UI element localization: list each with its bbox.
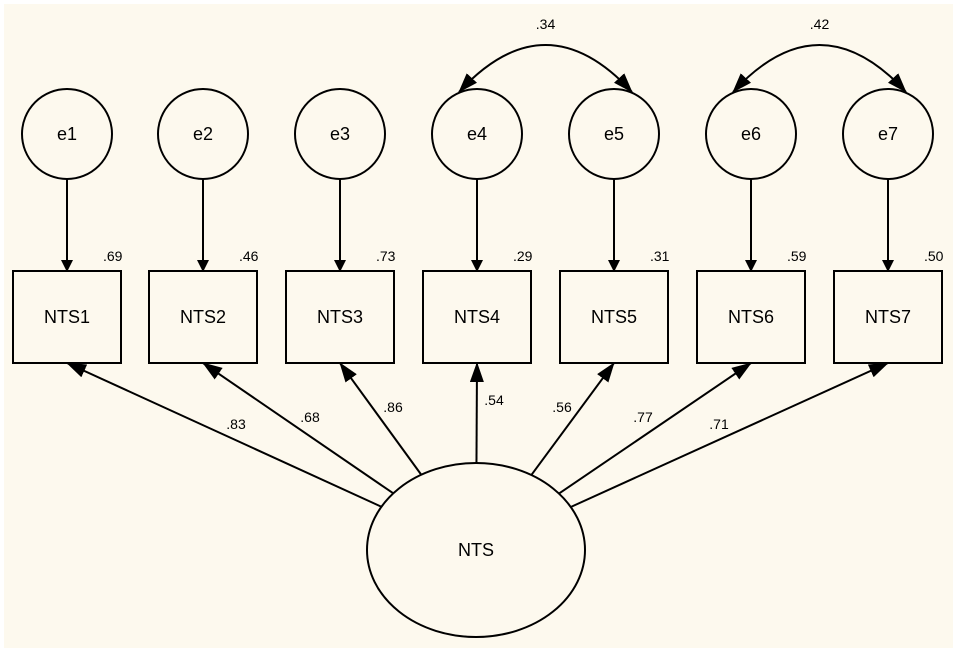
latent-factor-ellipse [366, 462, 586, 638]
loading-path-nts2 [202, 362, 394, 495]
indicator-label: NTS3 [317, 307, 363, 327]
r-squared-value: .29 [513, 248, 533, 264]
error-node-circle [431, 88, 523, 180]
paths [61, 44, 907, 508]
error-node-circle [705, 88, 797, 180]
factor-loading-value: .56 [552, 399, 572, 415]
r-squared-value: .59 [787, 248, 807, 264]
factor-loading-value: .77 [633, 409, 653, 425]
indicator-box [422, 270, 532, 364]
loading-path-nts4 [469, 362, 484, 464]
error-node-circle [294, 88, 386, 180]
indicator-label: NTS4 [454, 307, 500, 327]
r-squared-value: .46 [239, 248, 259, 264]
covariance-arc-e6-e7 [732, 44, 907, 93]
indicator-box [148, 270, 258, 364]
error-node-circle [157, 88, 249, 180]
loading-path-nts7 [570, 362, 889, 508]
error-node-circle [842, 88, 934, 180]
indicator-box [833, 270, 943, 364]
loading-path-nts5 [530, 362, 615, 476]
indicator-label: NTS7 [865, 307, 911, 327]
error-node-label: e3 [330, 124, 350, 144]
factor-loading-value: .68 [300, 409, 320, 425]
error-node-circle [21, 88, 113, 180]
covariance-value: .42 [810, 16, 830, 32]
indicator-label: NTS2 [180, 307, 226, 327]
indicator-box [696, 270, 806, 364]
covariance-arc-e4-e5 [458, 44, 633, 93]
factor-loading-value: .86 [383, 399, 403, 415]
factor-loading-value: .71 [709, 416, 729, 432]
error-node-label: e5 [604, 124, 624, 144]
r-squared-value: .31 [650, 248, 670, 264]
loading-path-nts1 [66, 362, 382, 508]
error-node-label: e4 [467, 124, 487, 144]
covariance-value: .34 [536, 16, 556, 32]
factor-loading-value: .83 [226, 416, 246, 432]
indicator-box [285, 270, 395, 364]
loading-path-nts3 [339, 362, 423, 476]
indicator-label: NTS5 [591, 307, 637, 327]
indicator-box [559, 270, 669, 364]
r-squared-value: .50 [924, 248, 944, 264]
r-squared-value: .73 [376, 248, 396, 264]
error-node-circle [568, 88, 660, 180]
latent-factor-label: NTS [458, 540, 494, 560]
error-node-label: e2 [193, 124, 213, 144]
coefficient-labels: .34 .42 .69 .83 .46 .68 .73 .86 .29 .54 .31 .56 .59.… [103, 16, 944, 432]
indicator-box [12, 270, 122, 364]
error-node-label: e1 [57, 124, 77, 144]
indicator-label: NTS1 [44, 307, 90, 327]
error-node-label: e7 [878, 124, 898, 144]
indicator-label: NTS6 [728, 307, 774, 327]
error-node-label: e6 [741, 124, 761, 144]
loading-path-nts6 [558, 362, 752, 495]
r-squared-value: .69 [103, 248, 123, 264]
factor-loading-value: .54 [484, 392, 504, 408]
